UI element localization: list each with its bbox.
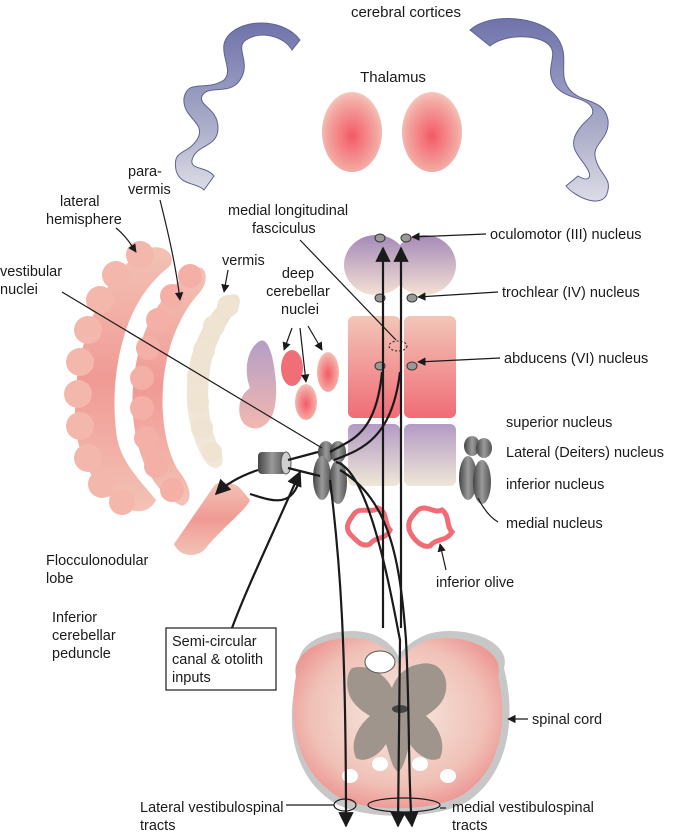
label-semicircular: Semi-circular canal & otolith inputs	[172, 634, 267, 686]
lead-medial-nucleus	[477, 497, 499, 523]
medial-tract-ring	[367, 797, 441, 813]
thalamus-right	[402, 92, 462, 172]
inferior-peduncle-fiber	[249, 477, 302, 502]
lead-oculomotor	[411, 232, 487, 241]
vermis	[186, 294, 240, 468]
lead-deep-1	[282, 327, 293, 351]
label-vestibular-nuclei: vestibular nuclei	[0, 264, 66, 298]
vestibular-to-mlf-fiber-2	[333, 371, 402, 462]
lead-abducens	[417, 357, 501, 366]
label-superior-nucleus: superior nucleus	[506, 415, 612, 431]
label-medial-nucleus: medial nucleus	[506, 516, 603, 532]
ganglion-to-flocculus	[214, 468, 259, 496]
pons	[348, 316, 456, 418]
label-vermis: vermis	[222, 253, 265, 269]
lateral-hemisphere	[64, 241, 172, 515]
label-abducens: abducens (VI) nucleus	[504, 351, 648, 367]
cerebral-cortex-right	[469, 18, 609, 202]
motor-nuclei-cells	[374, 233, 418, 371]
label-paravermis: para- vermis	[128, 164, 171, 198]
vestibular-nuclei-right	[459, 436, 492, 504]
label-deep-cerebellar-nuclei: deep cerebellar nuclei	[266, 266, 334, 318]
label-spinal-cord: spinal cord	[532, 712, 602, 728]
vestibular-nuclei-left	[313, 441, 347, 504]
inferior-olive	[345, 505, 456, 549]
lead-paravermis	[159, 199, 184, 301]
label-thalamus: Thalamus	[360, 69, 426, 86]
label-lateral-deiters: Lateral (Deiters) nucleus	[506, 445, 664, 461]
medulla	[348, 424, 456, 486]
lead-deep-3	[307, 325, 323, 351]
ganglion-to-nuclei	[287, 450, 319, 462]
flocculonodular-lobe	[174, 482, 250, 556]
lateral-vestibulospinal-fiber	[328, 479, 354, 828]
paravermis	[130, 264, 206, 506]
thalamus-left	[322, 92, 382, 172]
vestibular-to-mlf-fiber-1	[329, 371, 384, 453]
label-cerebral-cortices: cerebral cortices	[351, 4, 461, 21]
lead-inferior-olive	[437, 543, 447, 571]
semicircular-box	[165, 627, 277, 691]
label-trochlear: trochlear (IV) nucleus	[502, 285, 640, 301]
label-lateral-hemisphere: lateral hemisphere	[46, 194, 122, 228]
cerebral-cortex-left	[174, 22, 301, 191]
label-inferior-olive: inferior olive	[436, 575, 514, 591]
label-flocculonodular: Flocculonodular lobe	[46, 553, 152, 587]
vestibular-ganglion	[258, 451, 292, 475]
lead-lateral-hemisphere	[115, 227, 137, 253]
label-inferior-nucleus: inferior nucleus	[506, 477, 604, 493]
ganglion-to-nuclei-2	[287, 466, 321, 478]
deep-cerebellar-nuclei	[239, 340, 339, 429]
lead-mlf	[299, 239, 397, 341]
lead-trochlear	[417, 291, 499, 301]
label-lateral-vst: Lateral vestibulospinal tracts	[140, 800, 288, 834]
lead-vermis	[221, 269, 230, 293]
lead-deep-2	[299, 327, 310, 383]
label-inferior-peduncle: Inferior cerebellar peduncle	[52, 610, 120, 662]
mlf-marker	[388, 340, 408, 352]
label-oculomotor: oculomotor (III) nucleus	[490, 227, 642, 243]
medial-vestibulospinal-fiber-2	[335, 460, 406, 828]
label-mlf: medial longitudinal fasciculus	[228, 203, 352, 237]
medial-vestibulospinal-fiber	[339, 469, 419, 828]
lead-vestibular-nuclei	[61, 291, 323, 449]
label-medial-vst: medial vestibulospinal tracts	[452, 800, 598, 834]
